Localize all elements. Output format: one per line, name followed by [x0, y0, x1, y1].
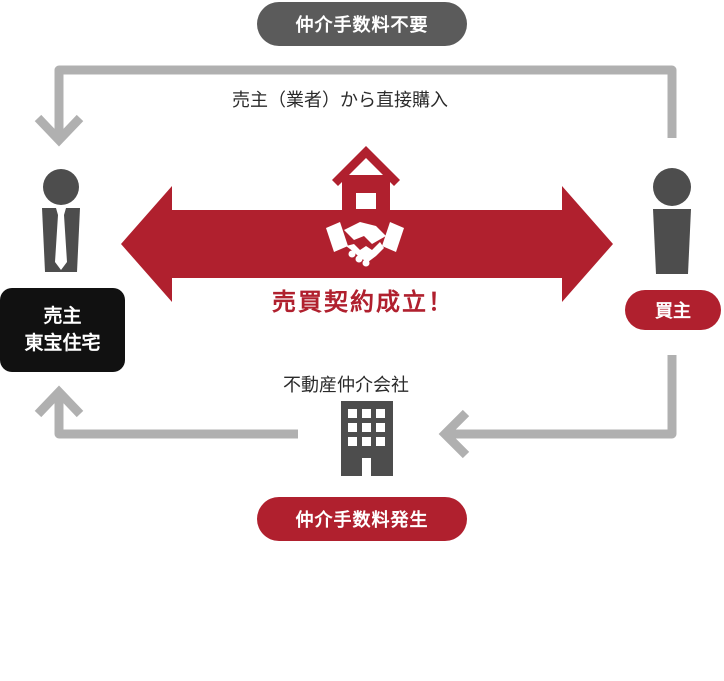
building-icon — [341, 401, 393, 476]
seller-name: 東宝住宅 — [24, 332, 101, 354]
buyer-person-icon — [653, 168, 691, 274]
buyer-badge: 買主 — [625, 290, 721, 330]
seller-person-icon — [42, 169, 80, 272]
fee-badge-label: 仲介手数料発生 — [295, 510, 429, 531]
contract-label: 売買契約成立！ — [272, 288, 454, 316]
broker-arrow-left — [34, 385, 298, 439]
direct-purchase-label: 売主（業者）から直接購入 — [232, 90, 448, 111]
handshake-icon — [326, 222, 404, 267]
broker-arrow-right — [438, 355, 677, 459]
seller-box: 売主 東宝住宅 — [0, 288, 125, 372]
fee-badge: 仲介手数料発生 — [257, 497, 467, 541]
buyer-label: 買主 — [655, 301, 691, 322]
direct-purchase-arrow — [34, 65, 677, 147]
contract-double-arrow — [121, 186, 613, 302]
no-fee-badge: 仲介手数料不要 — [257, 2, 467, 46]
broker-label: 不動産仲介会社 — [283, 375, 409, 396]
seller-role: 売主 — [43, 305, 82, 328]
no-fee-badge-label: 仲介手数料不要 — [295, 15, 429, 36]
house-icon — [332, 146, 400, 212]
